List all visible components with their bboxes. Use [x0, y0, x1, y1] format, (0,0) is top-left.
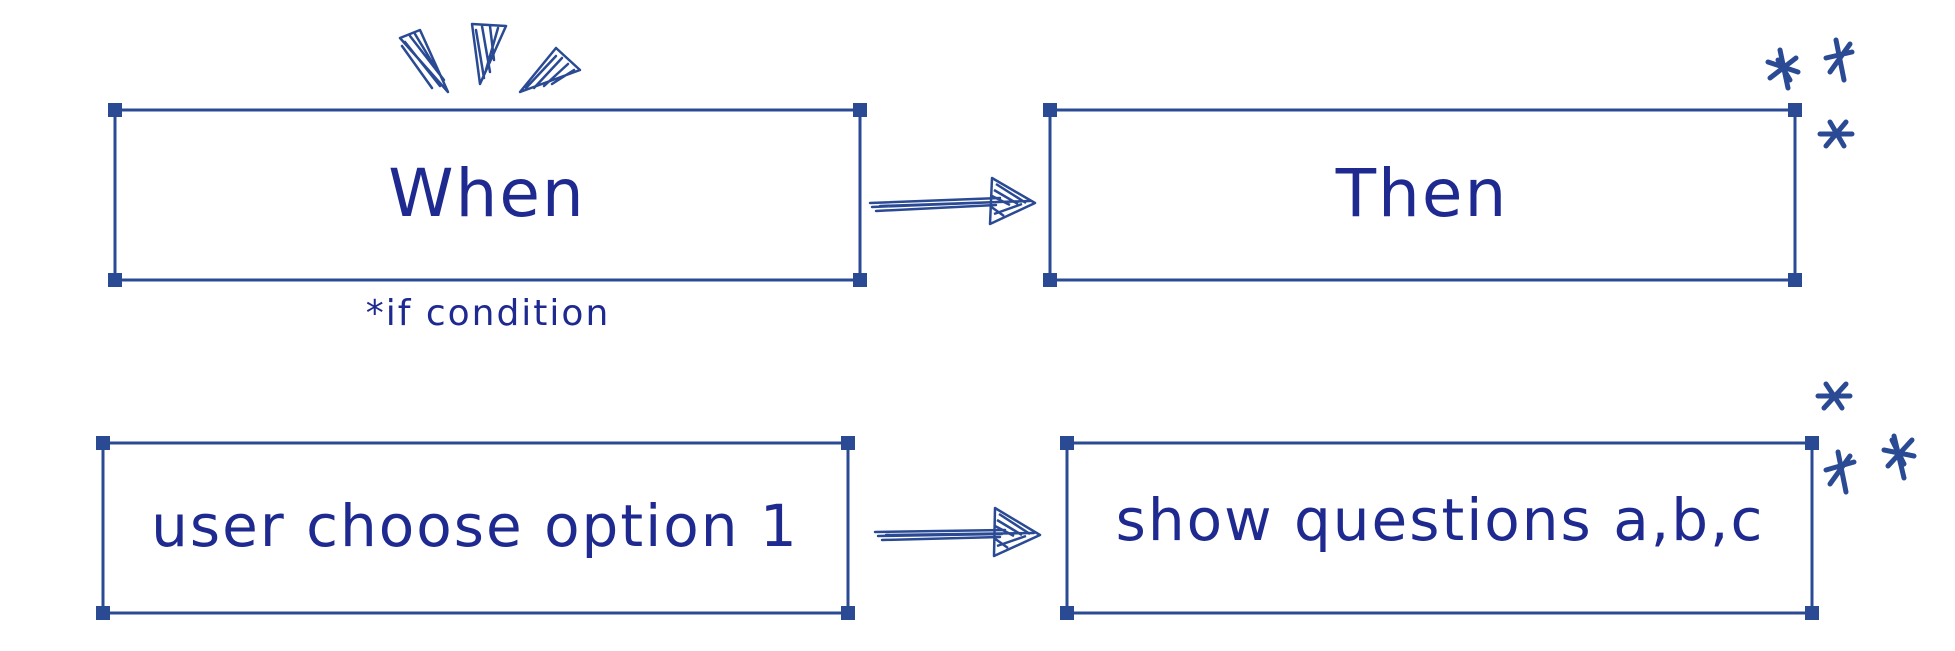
asterisk-doodles-top [1765, 37, 1855, 149]
node-action[interactable]: show questions a,b,c [1060, 436, 1819, 620]
edge-condition-action [873, 506, 1042, 558]
node-then[interactable]: Then [1043, 103, 1802, 287]
node-when-note: *if condition [366, 293, 611, 334]
node-when[interactable]: When [108, 103, 867, 287]
node-when-label: When [388, 155, 586, 232]
sparkle-triangles-decoration [398, 22, 582, 94]
asterisk-doodles-bottom [1815, 381, 1917, 495]
node-condition[interactable]: user choose option 1 [96, 436, 855, 620]
node-then-label: Then [1335, 155, 1509, 232]
edge-when-then [868, 176, 1037, 226]
node-condition-label: user choose option 1 [151, 492, 799, 560]
node-action-label: show questions a,b,c [1116, 486, 1765, 554]
